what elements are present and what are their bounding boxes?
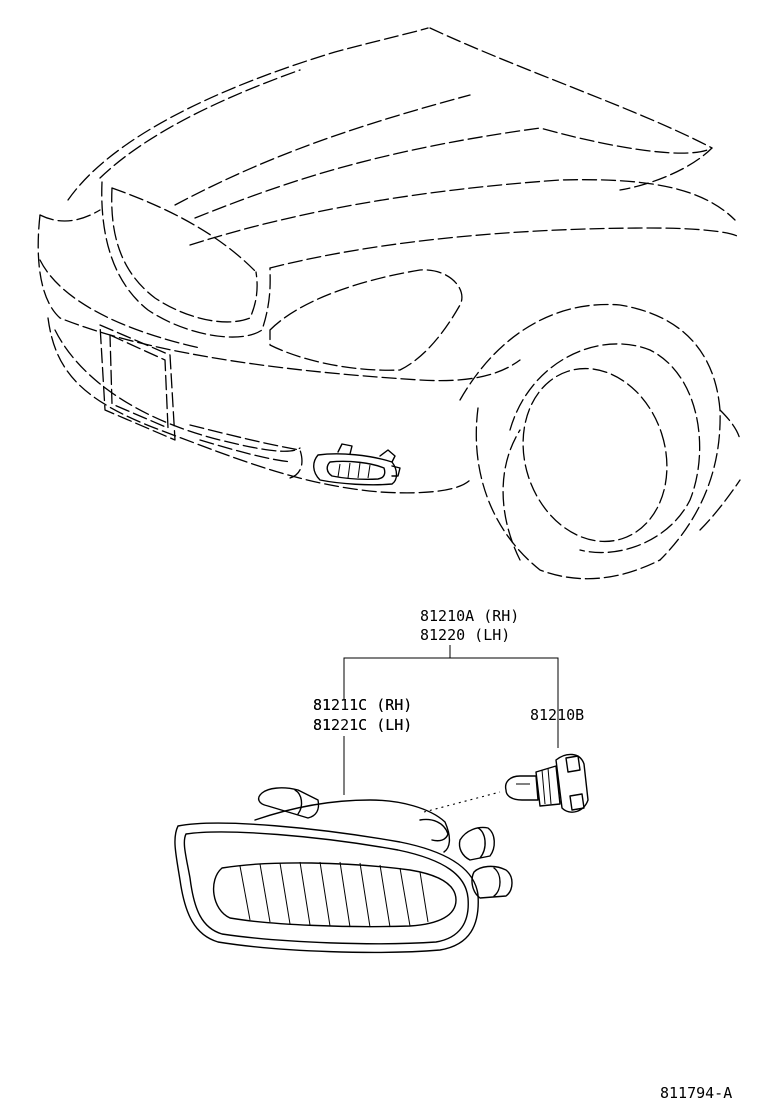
- fog-lamp-assembly: [174, 787, 513, 954]
- callout-assembly-lh: 81220 (LH): [420, 626, 510, 644]
- fog-lamp-location-marker: [313, 443, 401, 486]
- figure-id: 811794-A: [660, 1084, 732, 1102]
- callout-assembly-rh: 81210A (RH): [420, 607, 519, 625]
- callout-unit-lh-overlay: 81221C (LH): [313, 716, 412, 734]
- callout-unit-rh-overlay: 81211C (RH): [313, 696, 412, 714]
- bulb: [504, 753, 589, 813]
- callout-group: 81210A (RH) 81220 (LH) 81211C (RH) 81221…: [313, 607, 584, 795]
- callout-bulb: 81210B: [530, 706, 584, 724]
- vehicle-outline: [37, 27, 741, 580]
